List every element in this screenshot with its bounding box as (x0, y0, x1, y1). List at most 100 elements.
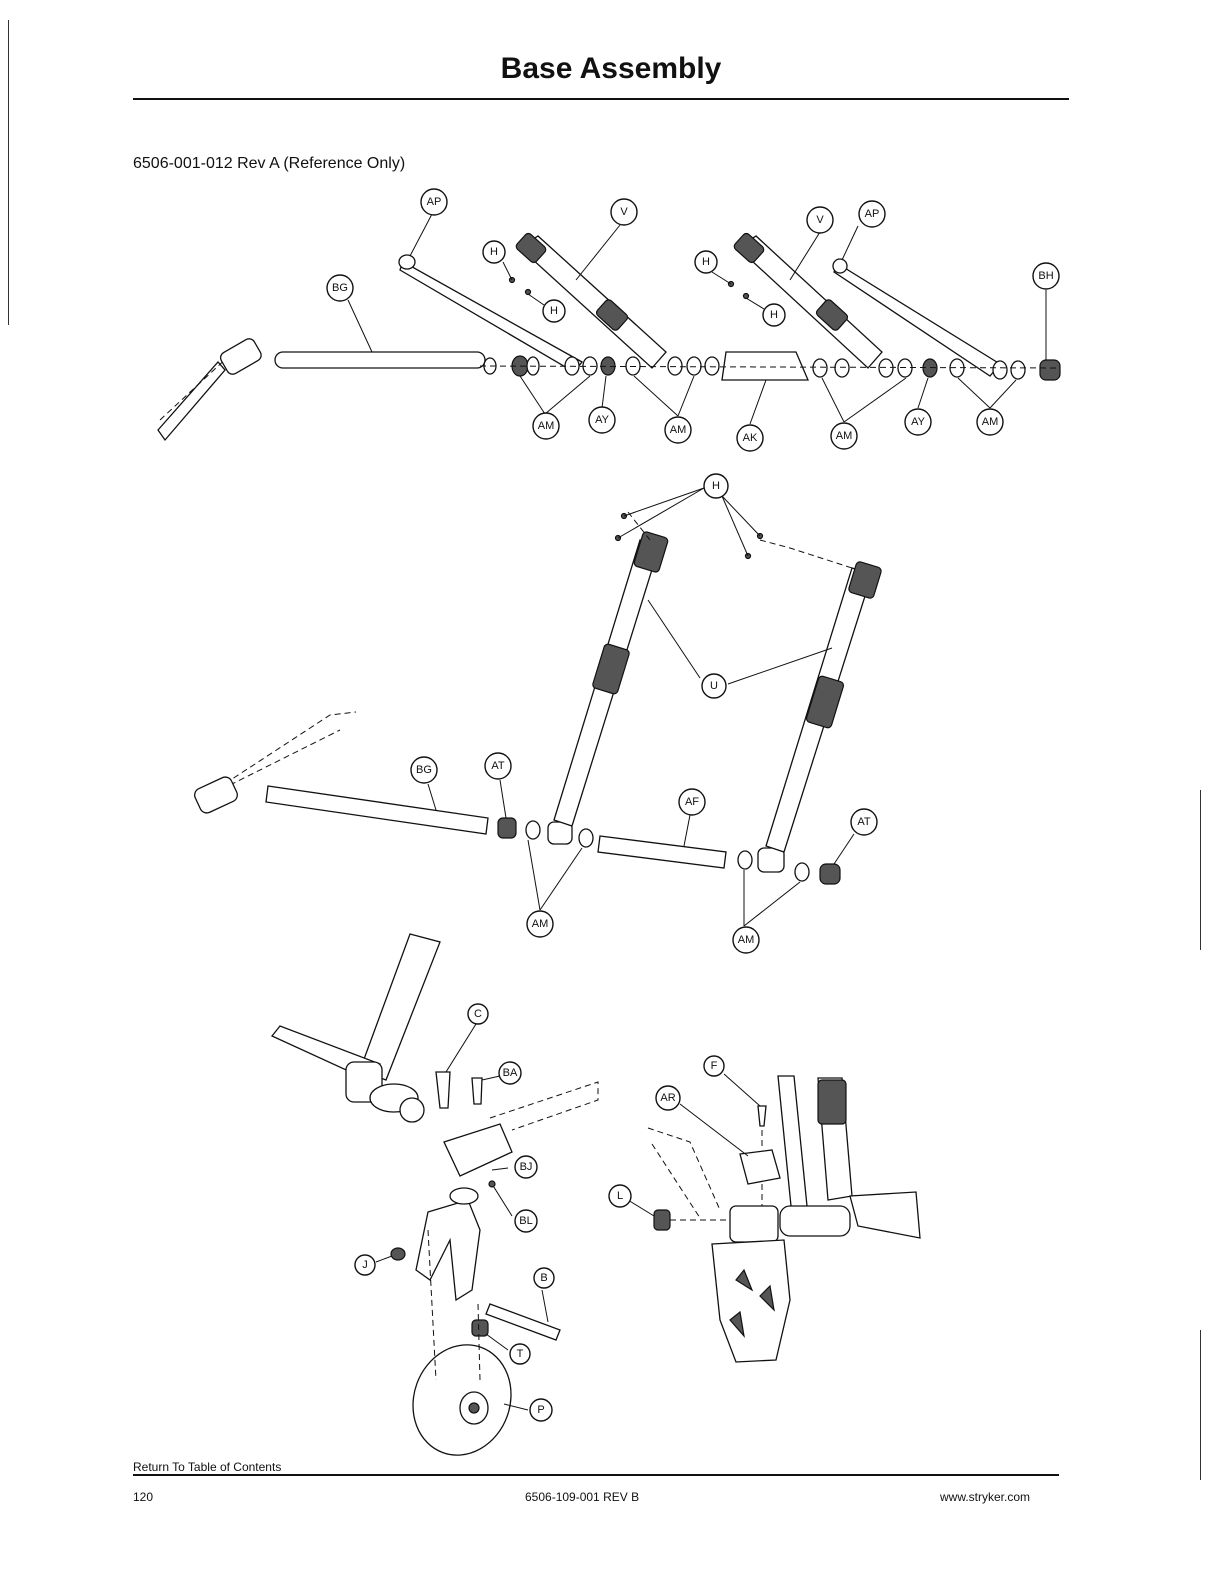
plug-l (654, 1210, 670, 1230)
bolt-ba (472, 1078, 482, 1104)
callout: BG (411, 757, 437, 783)
arm-ap-left-end (399, 255, 415, 269)
callout: AY (589, 407, 615, 433)
axle-b (486, 1304, 560, 1340)
callout: H (543, 300, 565, 322)
washer-am (795, 863, 809, 881)
svg-text:V: V (620, 206, 628, 218)
svg-text:AM: AM (538, 420, 555, 432)
svg-text:J: J (362, 1259, 368, 1271)
callout: AR (656, 1086, 680, 1110)
block-ak (722, 352, 808, 380)
svg-text:U: U (710, 680, 718, 692)
callout: T (510, 1344, 530, 1364)
horizontal-joint (780, 1206, 850, 1236)
frame-stub (158, 362, 225, 440)
svg-text:H: H (702, 256, 710, 268)
middle-assembly (192, 488, 882, 926)
washer-am (526, 821, 540, 839)
footer-rule (133, 1474, 1059, 1476)
callout: V (611, 199, 637, 225)
document-number: 6506-109-001 REV B (525, 1490, 639, 1504)
arm-ap-right-end (833, 259, 847, 273)
svg-text:AY: AY (911, 416, 926, 428)
callout: P (530, 1399, 552, 1421)
grip-u-left-top (633, 531, 668, 573)
callout: AF (679, 789, 705, 815)
callout: J (355, 1255, 375, 1275)
rod-af (598, 836, 726, 868)
callout: B (534, 1268, 554, 1288)
svg-text:BA: BA (503, 1067, 518, 1079)
nut-j (391, 1248, 405, 1260)
callout: BH (1033, 263, 1059, 289)
callout: AM (533, 413, 559, 439)
callout: L (609, 1185, 631, 1207)
callout: H (695, 251, 717, 273)
washer-am (579, 829, 593, 847)
screw-c (436, 1072, 450, 1108)
callout: C (468, 1004, 488, 1024)
bottom-right-leaders (628, 1074, 762, 1220)
fork-bearing (450, 1188, 478, 1204)
svg-text:AP: AP (865, 208, 880, 220)
svg-text:BH: BH (1038, 270, 1053, 282)
page-number: 120 (133, 1490, 153, 1504)
screw-f (758, 1106, 766, 1126)
callout: BA (499, 1062, 521, 1084)
svg-text:AY: AY (595, 414, 610, 426)
svg-text:AM: AM (836, 430, 853, 442)
svg-text:H: H (550, 305, 558, 317)
callout: V (807, 207, 833, 233)
callout: U (702, 674, 726, 698)
top-leaders (348, 214, 1046, 424)
clamp-fitting (192, 775, 239, 815)
callout: AM (665, 417, 691, 443)
top-assembly (158, 214, 1060, 440)
svg-text:AM: AM (982, 416, 999, 428)
elbow-right (758, 848, 784, 872)
screw-h (526, 290, 531, 295)
svg-text:AP: AP (427, 196, 442, 208)
frame-rail (850, 1192, 920, 1238)
callout: AM (733, 927, 759, 953)
nut-t (472, 1320, 488, 1336)
svg-text:AM: AM (532, 918, 549, 930)
callout: H (763, 304, 785, 326)
callout: AY (905, 409, 931, 435)
callout: AT (851, 809, 877, 835)
callouts-top: AP V H H BG H V AP H BH AM AY AM AK AM A… (327, 189, 1059, 451)
socket-end (400, 1098, 424, 1122)
svg-text:V: V (816, 214, 824, 226)
rod-bg (275, 352, 485, 368)
svg-text:AM: AM (670, 424, 687, 436)
svg-text:P: P (537, 1404, 544, 1416)
svg-text:AF: AF (685, 796, 699, 808)
svg-text:AR: AR (660, 1092, 675, 1104)
callout: BG (327, 275, 353, 301)
svg-text:BL: BL (519, 1215, 532, 1227)
callout: F (704, 1056, 724, 1076)
caster-fork (416, 1200, 480, 1300)
frame-outline (490, 1082, 598, 1130)
svg-text:L: L (617, 1190, 623, 1202)
grip-u-left-mid (592, 643, 630, 695)
callout: H (704, 474, 728, 498)
fork-head (444, 1124, 512, 1176)
svg-text:AM: AM (738, 934, 755, 946)
callout: AP (421, 189, 447, 215)
table-of-contents-link[interactable]: Return To Table of Contents (133, 1460, 281, 1474)
svg-text:AT: AT (491, 760, 505, 772)
callout: H (483, 241, 505, 263)
upright-bar (778, 1076, 808, 1216)
svg-text:BG: BG (416, 764, 432, 776)
svg-text:H: H (490, 246, 498, 258)
frame-upright (360, 934, 440, 1080)
callout: AM (831, 423, 857, 449)
caster-exploded (272, 934, 598, 1469)
svg-text:C: C (474, 1008, 482, 1020)
svg-text:H: H (770, 309, 778, 321)
callout: AT (485, 753, 511, 779)
cap-at-left (498, 818, 516, 838)
